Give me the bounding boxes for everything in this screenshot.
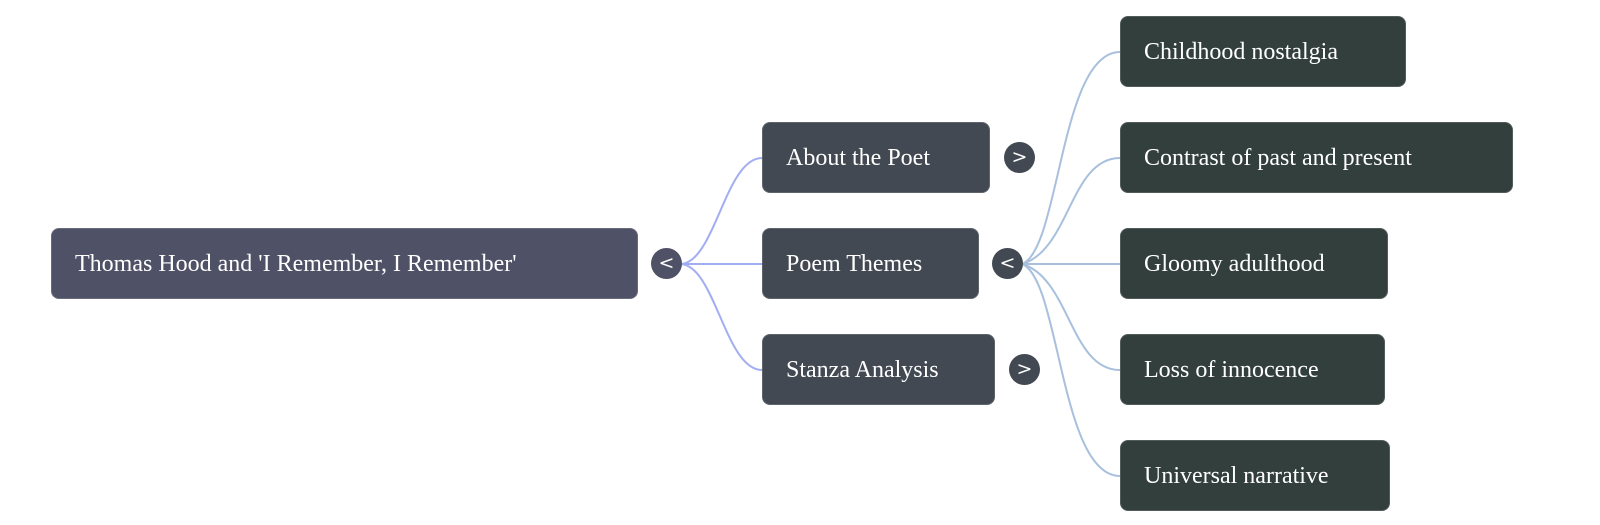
edge-root-about-poet xyxy=(679,157,763,265)
chevron-left-icon: < xyxy=(999,252,1016,274)
theme-universal-narrative[interactable]: Universal narrative xyxy=(1120,440,1390,511)
poem-themes-collapse-toggle[interactable]: < xyxy=(992,248,1023,279)
theme-gloomy-adulthood[interactable]: Gloomy adulthood xyxy=(1120,228,1388,299)
theme-label: Loss of innocence xyxy=(1144,357,1319,383)
branch-label: Poem Themes xyxy=(786,251,923,277)
edge-themes-contrast xyxy=(1021,157,1121,265)
edge-themes-loss xyxy=(1021,263,1121,371)
theme-label: Universal narrative xyxy=(1144,463,1329,489)
chevron-right-icon: > xyxy=(1011,146,1028,168)
theme-childhood-nostalgia[interactable]: Childhood nostalgia xyxy=(1120,16,1406,87)
branch-label: About the Poet xyxy=(786,145,930,171)
branch-poem-themes[interactable]: Poem Themes xyxy=(762,228,979,299)
chevron-left-icon: < xyxy=(658,252,675,274)
branch-stanza-analysis[interactable]: Stanza Analysis xyxy=(762,334,995,405)
root-collapse-toggle[interactable]: < xyxy=(651,248,682,279)
theme-label: Contrast of past and present xyxy=(1144,145,1412,171)
theme-contrast-past-present[interactable]: Contrast of past and present xyxy=(1120,122,1513,193)
edge-themes-universal xyxy=(1021,263,1121,477)
root-node[interactable]: Thomas Hood and 'I Remember, I Remember' xyxy=(51,228,638,299)
theme-label: Childhood nostalgia xyxy=(1144,39,1338,65)
branch-about-the-poet[interactable]: About the Poet xyxy=(762,122,990,193)
edge-themes-childhood xyxy=(1021,51,1121,265)
about-the-poet-expand-toggle[interactable]: > xyxy=(1004,142,1035,173)
branch-label: Stanza Analysis xyxy=(786,357,939,383)
edge-root-stanza-analysis xyxy=(679,263,763,371)
stanza-analysis-expand-toggle[interactable]: > xyxy=(1009,354,1040,385)
theme-label: Gloomy adulthood xyxy=(1144,251,1325,277)
root-node-label: Thomas Hood and 'I Remember, I Remember' xyxy=(75,251,517,277)
theme-loss-of-innocence[interactable]: Loss of innocence xyxy=(1120,334,1385,405)
chevron-right-icon: > xyxy=(1016,358,1033,380)
